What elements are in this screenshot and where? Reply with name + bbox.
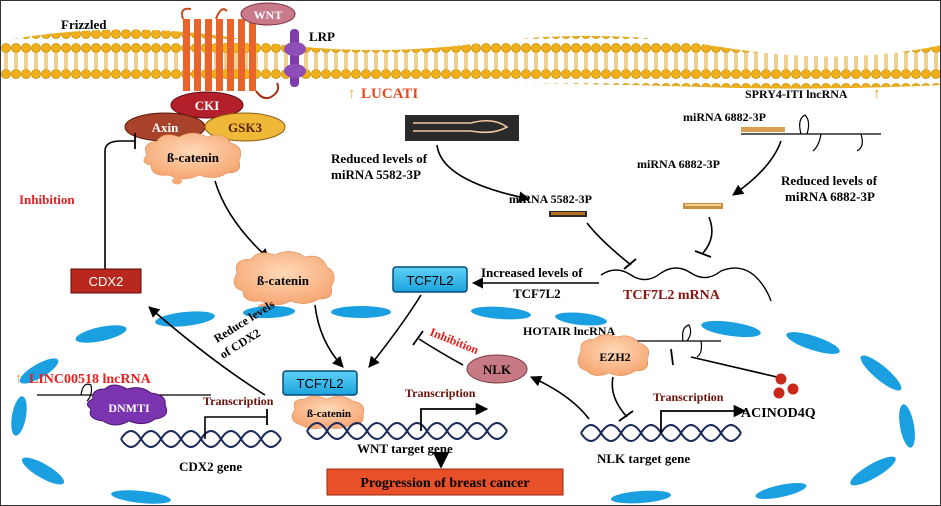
progression-box (326, 468, 564, 496)
lrp-receptor (284, 29, 306, 87)
axin-label: Axin (152, 120, 180, 135)
linc-up-arrow: ↑ (15, 371, 23, 387)
tcf7l2-label-cyto: TCF7L2 (407, 273, 454, 288)
tcf7l2-box-nucleus (282, 370, 358, 396)
acinod-label: ACINOD4Q (741, 406, 816, 421)
nlk-inhibit-line (418, 338, 464, 366)
mirna-6882-label-mid: miRNA 6882-3P (637, 157, 720, 171)
gsk3-ellipse (204, 112, 286, 142)
lucati-to-mirna-arrow (436, 144, 531, 203)
wnt-label: WNT (254, 8, 283, 22)
linc00518-label: LINC00518 lncRNA (29, 372, 152, 387)
beta-catenin-label-nucleus: ß-catenin (307, 408, 351, 420)
mirna-6882-inhibit-bar (694, 250, 712, 258)
mirna-5582-inhibit-bar (623, 258, 637, 270)
mirna-6882-inhibit-line (702, 216, 713, 254)
inhibition-label-left: Inhibition (19, 192, 75, 207)
increased-levels-line2: TCF7L2 (513, 286, 561, 301)
tcf7l2-mrna-label: TCF7L2 mRNA (623, 288, 721, 303)
nlk-target-gene-label: NLK target gene (597, 451, 690, 466)
lucati-up-arrow: ↑ (348, 86, 356, 102)
cki-ellipse (170, 91, 244, 119)
wnt-target-gene-label: WNT target gene (357, 441, 453, 456)
reduced-5582-line1: Reduced levels of (331, 151, 428, 166)
catenin-to-nucleus-arrow (314, 304, 344, 368)
spry4-lncrna-strand (741, 114, 881, 152)
cdx2-inhibition-line (104, 140, 135, 269)
tcf7l2-box-cyto (392, 266, 468, 293)
dnmti-label: DNMTI (108, 401, 150, 415)
tcf7l2-mrna-strand (600, 267, 772, 302)
reduce-cdx2-arrow (148, 306, 266, 396)
cdx2-gene-label: CDX2 gene (179, 459, 242, 474)
cdx2-label: CDX2 (89, 274, 124, 289)
acinod-molecules (773, 373, 799, 399)
acinod-inhibit-bar (670, 348, 674, 366)
mirna-6882-label-top: miRNA 6882-3P (683, 110, 766, 124)
nuclear-envelope (11, 305, 915, 504)
ezh2-cloud (577, 334, 650, 376)
lrp-label: LRP (309, 29, 335, 44)
cdx2-box (70, 268, 142, 294)
cki-label: CKI (195, 98, 220, 113)
frizzled-receptor (181, 7, 280, 100)
cell-membrane (1, 29, 940, 89)
spry4-up-arrow: ↑ (873, 86, 881, 102)
nlk-transcription-arrow (660, 404, 747, 433)
progression-label: Progression of breast cancer (360, 476, 529, 491)
reduced-6882-line1: Reduced levels of (781, 173, 878, 188)
mirna-6882-strand (683, 203, 723, 209)
wnt-transcription-arrow (420, 402, 489, 431)
hotair-label: HOTAIR lncRNA (523, 324, 615, 338)
cdx2-transcription-label: Transcription (203, 394, 274, 408)
ezh2-inhibit-bar (618, 410, 634, 422)
wnt-transcription-label: Transcription (405, 386, 476, 400)
lucati-label: LUCATI (361, 86, 418, 102)
nlk-transcription-label: Transcription (653, 390, 724, 404)
increased-levels-line1: Increased levels of (481, 265, 583, 280)
cdx2-transcription-line (204, 416, 267, 439)
spry4-to-mirna-arrow (732, 140, 782, 196)
nlk-label: NLK (483, 362, 512, 377)
reduced-5582-line2: miRNA 5582-3P (331, 167, 421, 182)
frizzled-label: Frizzled (61, 17, 107, 32)
inhibition-label-nlk: Inhibition (428, 325, 481, 357)
catenin-release-arrow (214, 180, 270, 260)
wnt-ligand (240, 2, 296, 26)
hotair-strand (625, 324, 721, 358)
gsk3-label: GSK3 (228, 120, 262, 135)
dnmti-blob (87, 384, 168, 426)
mirna-5582-inhibit-line (586, 222, 632, 266)
cdx2-gene-dna (120, 430, 282, 448)
wnt-target-gene-dna (306, 422, 508, 440)
nlk-inhibit-bar (412, 330, 424, 346)
nlk-ellipse (466, 354, 528, 384)
ezh2-inhibit-line (611, 376, 628, 418)
spry4-label: SPRY4-ITI lncRNA (745, 87, 848, 101)
beta-catenin-label-top: ß-catenin (167, 150, 220, 165)
beta-catenin-cloud-top (143, 132, 242, 185)
lucati-hairpin (405, 115, 519, 141)
reduced-6882-line2: miRNA 6882-3P (785, 189, 875, 204)
acinod-inhibit-line (690, 356, 778, 378)
ezh2-label: EZH2 (599, 350, 630, 364)
nlk-expression-arrow (529, 376, 590, 420)
tcf7l2-label-nucleus: TCF7L2 (297, 376, 344, 391)
tcf7l2-to-nucleus-arrow (368, 294, 422, 368)
beta-catenin-label-cyto: ß-catenin (257, 273, 310, 288)
beta-catenin-cloud-nucleus (291, 395, 365, 429)
mirna-5582-strand (549, 211, 587, 217)
mirna-5582-label: miRNA 5582-3P (509, 192, 592, 206)
